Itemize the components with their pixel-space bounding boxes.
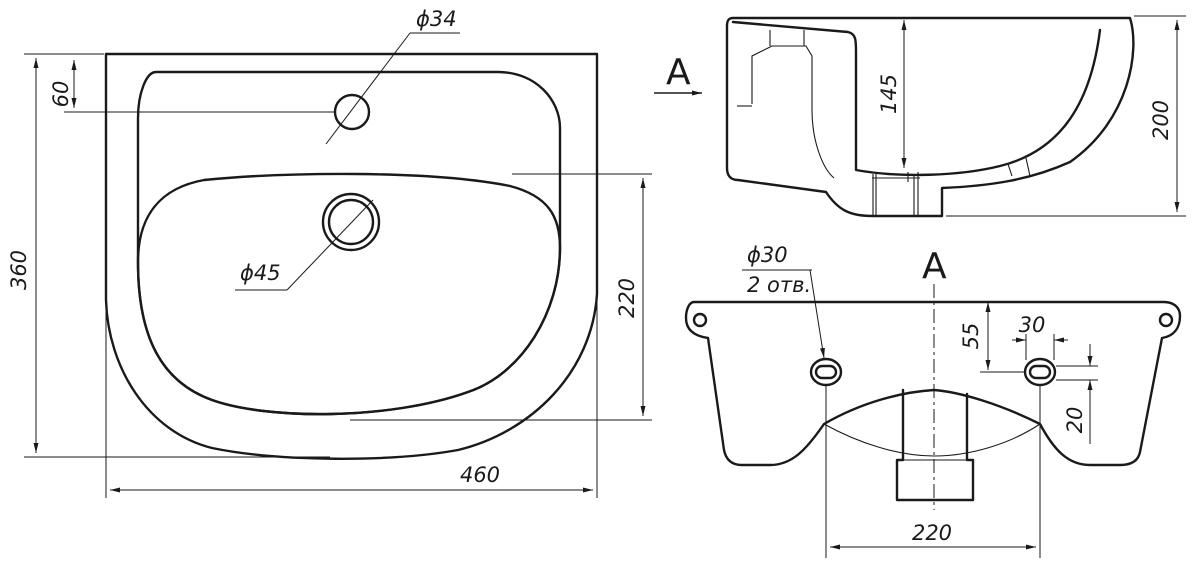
dim-60: 60 [49,81,73,108]
dim-145: 145 [877,74,901,114]
dim-phi34: ϕ34 [416,7,457,31]
dim-20: 20 [1063,407,1087,434]
dim-30: 30 [1019,313,1046,337]
drain-hole [321,192,381,252]
side-inner [731,20,1102,177]
dim-phi30: ϕ30 [747,243,788,267]
view-label-a: A [922,246,947,287]
section-marker-a: A [666,52,691,93]
top-view: 360 60 220 460 ϕ34 ϕ45 [7,7,652,498]
side-drain [872,172,920,216]
mount-slot-right [1023,357,1057,387]
mount-slot-left [809,357,843,387]
dim-holes-count: 2 отв. [747,273,811,297]
back-drain [895,388,975,502]
back-outline [684,300,1182,467]
back-view: A ϕ30 2 отв. 55 30 [684,243,1182,558]
dim-220-spacing: 220 [912,521,952,545]
bowl-outline [136,172,562,416]
side-view: A 145 200 [654,15,1186,218]
mount-hole-right-top [1158,312,1174,328]
dim-220: 220 [615,278,639,318]
dim-360: 360 [7,250,31,290]
mount-hole-left-top [692,312,708,328]
dim-55: 55 [959,323,983,350]
side-outline [725,16,1135,218]
tap-hole [333,93,371,131]
dim-phi45: ϕ45 [240,261,281,285]
dim-460: 460 [460,463,500,487]
basin-outline [104,52,599,460]
dim-200: 200 [1149,100,1173,140]
